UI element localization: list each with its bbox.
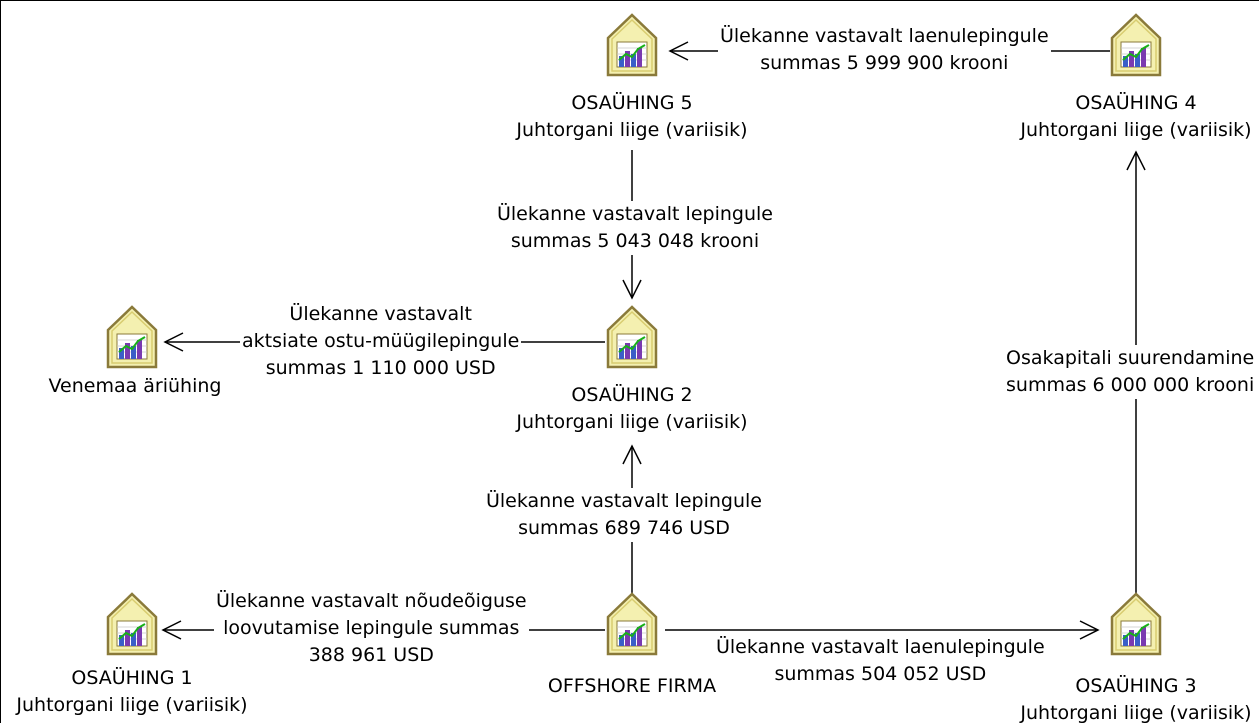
- edge-label-line: Osakapitali suurendamine: [1006, 347, 1255, 369]
- node-role: Juhtorgani liige (variisik): [516, 119, 748, 141]
- edge-label-line: Ülekanne vastavalt nõudeõiguse: [216, 590, 527, 612]
- node-name: OSAÜHING 1: [71, 667, 193, 689]
- node-label-offshore: OFFSHORE FIRMA: [548, 673, 716, 700]
- arrowhead-osayhing2-bottom: [622, 444, 642, 465]
- company-building-chart-icon: [1110, 13, 1162, 77]
- company-building-chart-icon: [606, 305, 658, 369]
- node-name: OSAÜHING 5: [571, 92, 693, 114]
- node-label-venemaa: Venemaa äriühing: [49, 373, 222, 400]
- edge-label-line: aktsiate ostu-müügilepingule: [242, 330, 520, 352]
- node-name: OFFSHORE FIRMA: [547, 675, 717, 697]
- node-role: Juhtorgani liige (variisik): [16, 694, 248, 716]
- edge-label-3-to-4: Osakapitali suurendamine summas 6 000 00…: [1004, 345, 1257, 399]
- edge-label-line: summas 504 052 USD: [774, 663, 987, 685]
- edge-label-line: Ülekanne vastavalt: [289, 303, 472, 325]
- node-role: Juhtorgani liige (variisik): [1020, 119, 1252, 141]
- arrowhead-osayhing4: [1126, 150, 1146, 171]
- node-name: OSAÜHING 3: [1075, 675, 1197, 697]
- edge-label-line: Ülekanne vastavalt lepingule: [486, 490, 762, 512]
- edge-label-line: 388 961 USD: [308, 644, 434, 666]
- edge-label-offshore-to-1: Ülekanne vastavalt nõudeõiguse loovutami…: [214, 588, 529, 669]
- node-label-osayhing5: OSAÜHING 5 Juhtorgani liige (variisik): [516, 90, 747, 144]
- edge-label-line: Ülekanne vastavalt laenulepingule: [720, 25, 1049, 47]
- node-role: Juhtorgani liige (variisik): [1020, 702, 1252, 724]
- node-name: OSAÜHING 4: [1075, 92, 1197, 114]
- node-label-osayhing1: OSAÜHING 1 Juhtorgani liige (variisik): [16, 665, 247, 719]
- arrowhead-osayhing5: [668, 41, 689, 61]
- node-label-osayhing2: OSAÜHING 2 Juhtorgani liige (variisik): [516, 382, 747, 436]
- edge-label-5-to-2: Ülekanne vastavalt lepingule summas 5 04…: [495, 201, 775, 255]
- node-name: OSAÜHING 2: [571, 384, 693, 406]
- company-building-chart-icon: [606, 13, 658, 77]
- arrowhead-venemaa: [163, 332, 184, 352]
- node-name: Venemaa äriühing: [48, 375, 222, 397]
- arrowhead-osayhing2-top: [622, 279, 642, 300]
- company-building-chart-icon: [106, 592, 158, 656]
- edge-label-offshore-to-2: Ülekanne vastavalt lepingule summas 689 …: [484, 488, 764, 542]
- edge-label-offshore-to-3: Ülekanne vastavalt laenulepingule summas…: [714, 634, 1047, 688]
- edge-label-line: summas 5 999 900 krooni: [760, 52, 1009, 74]
- node-label-osayhing3: OSAÜHING 3 Juhtorgani liige (variisik): [1020, 673, 1251, 727]
- edge-label-4-to-5: Ülekanne vastavalt laenulepingule summas…: [718, 23, 1051, 77]
- edge-label-line: summas 1 110 000 USD: [265, 357, 496, 379]
- node-label-osayhing4: OSAÜHING 4 Juhtorgani liige (variisik): [1020, 90, 1251, 144]
- edge-label-line: summas 6 000 000 krooni: [1006, 374, 1255, 396]
- edge-label-line: loovutamise lepingule summas: [223, 617, 520, 639]
- node-role: Juhtorgani liige (variisik): [516, 411, 748, 433]
- edge-label-line: Ülekanne vastavalt laenulepingule: [716, 636, 1045, 658]
- arrowhead-osayhing1: [161, 620, 182, 640]
- edge-label-line: summas 5 043 048 krooni: [510, 230, 760, 252]
- company-building-chart-icon: [606, 592, 658, 656]
- company-building-chart-icon: [106, 305, 158, 369]
- edge-label-line: Ülekanne vastavalt lepingule: [497, 203, 773, 225]
- arrowhead-osayhing3: [1079, 620, 1100, 640]
- edge-label-2-to-venemaa: Ülekanne vastavalt aktsiate ostu-müügile…: [240, 301, 522, 382]
- edge-label-line: summas 689 746 USD: [518, 517, 730, 539]
- company-building-chart-icon: [1110, 592, 1162, 656]
